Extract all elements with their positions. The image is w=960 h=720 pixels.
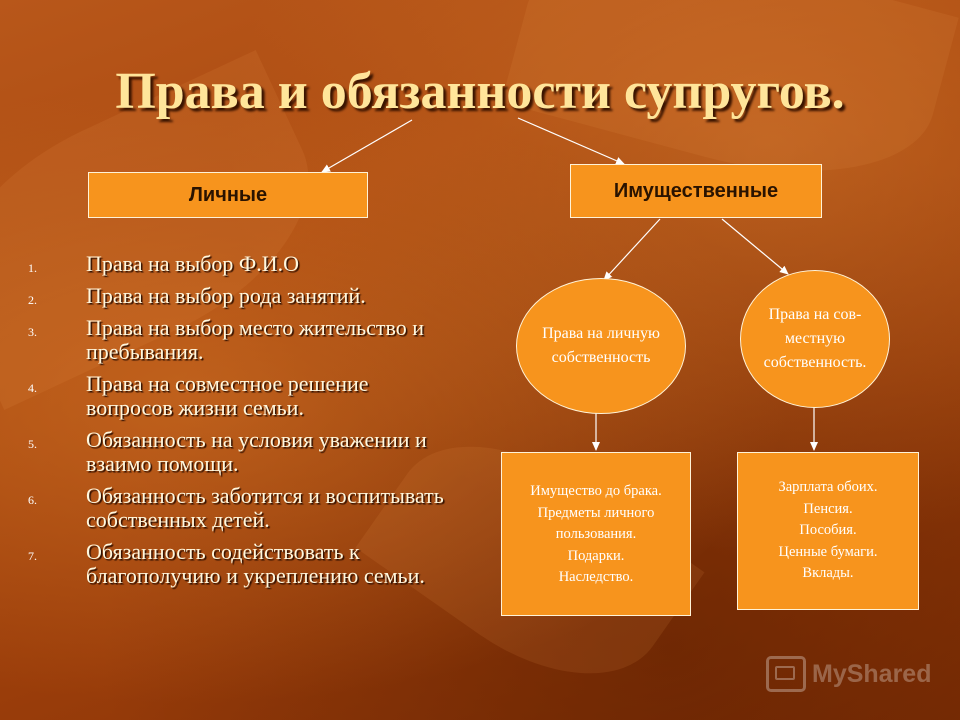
rights-item-text: Права на выбор рода занятий. [86, 283, 366, 308]
joint-ownership-item: Зарплата обоих. [778, 479, 878, 495]
personal-ownership-item: Наследство. [558, 569, 634, 585]
rights-item-text: Права на выбор Ф.И.О [86, 251, 300, 276]
joint-ownership-label-line: местную [784, 330, 846, 347]
rights-list-item: 5. Обязанность на условия уважении и вза… [28, 428, 458, 476]
rights-item-text: Права на совместное решение вопросов жиз… [86, 371, 369, 420]
joint-ownership-item: Ценные бумаги. [778, 543, 878, 560]
rights-list-item: 2. Права на выбор рода занятий. [28, 284, 458, 308]
personal-ownership-items-box: Имущество до брака. Предметы личного пол… [501, 452, 691, 616]
property-category-box: Имущественные [570, 164, 822, 218]
rights-list-item: 3. Права на выбор место жительство и пре… [28, 316, 458, 364]
personal-ownership-item: Предметы личного [537, 504, 655, 521]
rights-item-text: Обязанность заботится и воспитывать собс… [86, 483, 444, 532]
joint-ownership-item: Вклады. [802, 565, 854, 581]
personal-ownership-item: пользования. [555, 526, 637, 542]
arrow-property-to-joint-ownership [721, 218, 789, 275]
personal-category-box: Личные [88, 172, 368, 218]
personal-ownership-item: Имущество до брака. [530, 483, 662, 499]
joint-ownership-ellipse: Права на сов- местную собственность. [740, 270, 890, 408]
joint-ownership-label-line: Права на сов- [768, 306, 862, 323]
joint-ownership-items-box: Зарплата обоих. Пенсия. Пособия. Ценные … [737, 452, 919, 610]
rights-item-text: Права на выбор место жительство и пребыв… [86, 315, 424, 364]
rights-list-item: 6. Обязанность заботится и воспитывать с… [28, 484, 458, 532]
arrow-title-to-property [517, 117, 625, 165]
personal-ownership-label-line: Права на личную [542, 325, 660, 342]
rights-item-number: 7. [28, 549, 37, 563]
page-title: Права и обязанности супругов. [115, 63, 845, 120]
rights-item-text: Обязанность на условия уважении и взаимо… [86, 427, 427, 476]
personal-ownership-label-line: собственность [551, 349, 651, 366]
watermark: MyShared [766, 656, 931, 692]
arrow-title-to-personal [321, 119, 413, 173]
presentation-logo-icon [766, 656, 806, 692]
rights-item-number: 5. [28, 437, 37, 451]
rights-list-item: 7. Обязанность содействовать к благополу… [28, 540, 458, 588]
rights-item-number: 2. [28, 293, 37, 307]
watermark-text: MyShared [812, 659, 932, 688]
rights-list-item: 4. Права на совместное решение вопросов … [28, 372, 458, 420]
joint-ownership-item: Пособия. [799, 522, 857, 538]
rights-item-number: 6. [28, 493, 37, 507]
joint-ownership-label-line: собственность. [763, 354, 867, 371]
property-category-label: Имущественные [613, 179, 779, 202]
rights-item-number: 3. [28, 325, 37, 339]
joint-ownership-item: Пенсия. [803, 500, 853, 517]
rights-item-number: 1. [28, 261, 37, 275]
personal-rights-list: 1. Права на выбор Ф.И.О 2. Права на выбо… [28, 252, 458, 596]
personal-category-label: Личные [188, 183, 268, 206]
personal-ownership-item: Подарки. [567, 547, 625, 564]
rights-list-item: 1. Права на выбор Ф.И.О [28, 252, 458, 276]
rights-item-number: 4. [28, 381, 37, 395]
arrow-property-to-personal-ownership [603, 218, 661, 281]
personal-ownership-ellipse: Права на личную собственность [516, 278, 686, 414]
rights-item-text: Обязанность содействовать к благополучию… [86, 539, 425, 588]
